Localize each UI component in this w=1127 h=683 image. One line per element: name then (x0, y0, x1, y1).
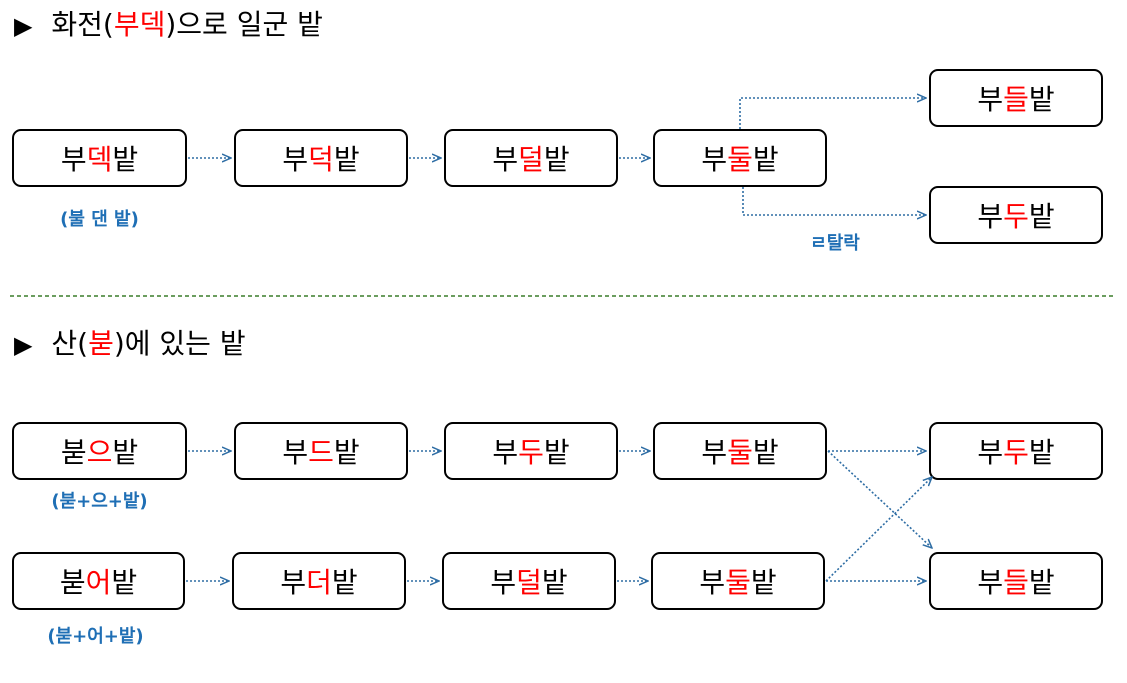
node-text: 밭 (752, 436, 779, 469)
node-text: 부 (977, 83, 1004, 116)
node-text: 밭 (333, 143, 360, 176)
node-highlight: 두 (518, 436, 544, 469)
section2-heading: ▶ 산(붇)에 있는 밭 (14, 327, 246, 362)
node-text: 밭 (543, 143, 570, 176)
node-text: 붇 (60, 436, 87, 469)
node-highlight: 덕 (308, 143, 334, 176)
node-text: 부 (701, 436, 728, 469)
node-highlight: 어 (85, 566, 112, 599)
node-text: 밭 (1028, 566, 1055, 599)
node-text: 밭 (750, 566, 777, 599)
node-highlight: 들 (1003, 566, 1029, 599)
arrow-connector (739, 98, 926, 129)
node-highlight: 으 (86, 436, 113, 469)
heading-highlight: 부덱 (113, 8, 166, 41)
node-highlight: 둘 (727, 143, 753, 176)
node-highlight: 둘 (725, 566, 751, 599)
note-bud-eo-bat: (붇+어+밭) (47, 626, 144, 647)
node-text: 밭 (543, 436, 570, 469)
node-text: 밭 (752, 143, 779, 176)
node-text: 밭 (333, 436, 360, 469)
node-text: 부 (701, 143, 728, 176)
node-text: 부 (492, 143, 519, 176)
node-highlight: 들 (1003, 83, 1029, 116)
node-text: 부 (280, 566, 307, 599)
node-text: 밭 (1028, 436, 1055, 469)
heading-text: 산( (42, 327, 89, 360)
node-text: 부 (977, 200, 1004, 233)
node-text: 부 (490, 566, 517, 599)
arrow-connector (825, 477, 932, 582)
node-text: 부 (60, 143, 87, 176)
arrow-connector (827, 450, 932, 548)
node-highlight: 두 (1003, 436, 1029, 469)
node-text: 밭 (111, 566, 138, 599)
node-text: 밭 (112, 143, 139, 176)
node-text: 밭 (331, 566, 358, 599)
node-text: 부 (977, 566, 1004, 599)
heading-text: )에 있는 밭 (113, 327, 246, 360)
node-text: 밭 (541, 566, 568, 599)
node-text: 부 (282, 143, 309, 176)
note-bud-eu-bat: (붇+으+밭) (51, 491, 148, 512)
node-highlight: 둘 (727, 436, 753, 469)
node-highlight: 드 (308, 436, 334, 469)
node-text: 부 (699, 566, 726, 599)
node-text: 붇 (59, 566, 86, 599)
note-rieul-drop: ㄹ탈락 (810, 233, 860, 254)
node-highlight: 두 (1003, 200, 1029, 233)
node-text: 밭 (1028, 200, 1055, 233)
node-text: 밭 (1028, 83, 1055, 116)
node-text: 부 (492, 436, 519, 469)
triangle-marker-icon: ▶ (14, 331, 33, 359)
heading-text: 화전( (42, 8, 114, 41)
node-text: 부 (977, 436, 1004, 469)
node-highlight: 덱 (86, 143, 113, 176)
node-highlight: 덜 (516, 566, 542, 599)
triangle-marker-icon: ▶ (14, 12, 33, 40)
arrow-connector (742, 187, 926, 215)
node-highlight: 더 (306, 566, 332, 599)
section1-heading: ▶ 화전(부덱)으로 일군 밭 (14, 8, 323, 43)
node-text: 밭 (112, 436, 139, 469)
note-fire-field: (불 댄 밭) (60, 209, 139, 230)
heading-highlight: 붇 (88, 327, 114, 360)
node-text: 부 (282, 436, 309, 469)
heading-text: )으로 일군 밭 (165, 8, 323, 41)
node-highlight: 덜 (518, 143, 544, 176)
